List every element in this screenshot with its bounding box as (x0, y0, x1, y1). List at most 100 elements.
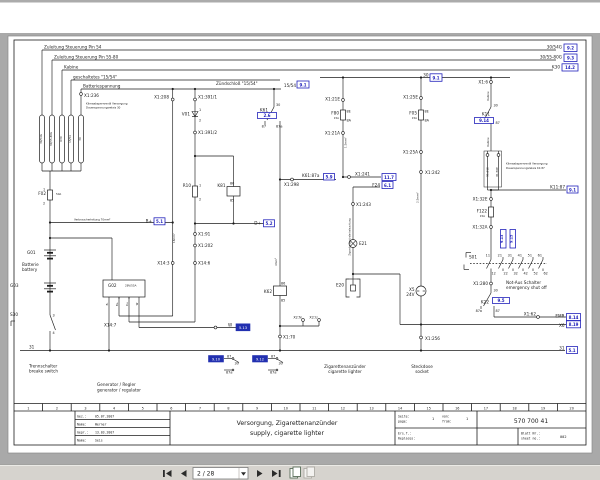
svg-text:emergency shut off: emergency shut off (506, 285, 547, 290)
svg-text:X1:32E: X1:32E (473, 197, 488, 202)
svg-text:X1:298: X1:298 (284, 182, 299, 187)
svg-text:87: 87 (271, 355, 275, 359)
svg-text:X14:7: X14:7 (104, 323, 117, 328)
svg-text:E20: E20 (336, 283, 344, 288)
first-page-button[interactable] (163, 470, 172, 477)
svg-text:X1:91: X1:91 (198, 232, 211, 237)
svg-text:86: 86 (281, 282, 285, 286)
next-page-button[interactable] (257, 470, 263, 477)
svg-text:Steckdose: Steckdose (411, 364, 433, 369)
svg-text:2: 2 (43, 202, 45, 206)
svg-text:K30: K30 (552, 65, 560, 70)
wire-tag (39, 114, 45, 164)
svg-text:Kabine: Kabine (486, 91, 490, 101)
svg-text:F05: F05 (409, 111, 417, 116)
svg-text:K22: K22 (481, 300, 489, 305)
svg-text:B+: B+ (146, 219, 153, 224)
svg-text:28V/55A: 28V/55A (125, 284, 137, 288)
svg-text:B+: B+ (115, 302, 119, 306)
svg-text:1: 1 (43, 188, 45, 192)
svg-text:13: 13 (369, 407, 373, 411)
svg-text:X1:243: X1:243 (356, 202, 371, 207)
svg-text:52: 52 (534, 272, 538, 276)
pdf-page (7, 35, 593, 454)
fuse-f80 (340, 109, 346, 121)
svg-text:22: 22 (504, 272, 508, 276)
relay-contact-ref (224, 357, 284, 372)
svg-text:Replaces:: Replaces: (398, 437, 415, 441)
svg-text:31: 31 (29, 345, 35, 350)
svg-text:K61: K61 (260, 108, 268, 113)
bus-label: Kabine (64, 65, 79, 70)
svg-text:G02: G02 (108, 283, 117, 288)
svg-text:Verbraucherleitung 70mm²: Verbraucherleitung 70mm² (74, 218, 110, 222)
svg-text:X1:391/2: X1:391/2 (198, 130, 217, 135)
svg-text:K11:87: K11:87 (550, 185, 565, 190)
ref-9-5: 9.5 (497, 298, 504, 303)
svg-text:30: 30 (78, 137, 82, 141)
svg-text:K62: K62 (264, 289, 272, 294)
svg-text:51: 51 (528, 254, 532, 258)
svg-text:8E: 8E (425, 110, 429, 114)
svg-text:30: 30 (279, 362, 283, 366)
svg-text:6: 6 (170, 407, 172, 411)
svg-text:X5: X5 (409, 287, 415, 292)
svg-text:5: 5 (142, 407, 144, 411)
relay-coil-k81 (226, 186, 241, 197)
svg-text:19: 19 (541, 407, 545, 411)
svg-text:Klimaabsperrventil Versorgung: Klimaabsperrventil Versorgung (506, 162, 548, 166)
fuse-f05 (418, 109, 424, 121)
svg-text:10: 10 (284, 407, 288, 411)
connector-box-x1-31e-30e (483, 150, 502, 188)
ref-5-2: 5.2 (265, 221, 272, 226)
svg-text:Ers.f.:: Ers.f.: (398, 432, 412, 436)
relay-coil-k62 (273, 285, 287, 296)
svg-text:87: 87 (262, 125, 266, 129)
title-block: Gez.: 05.07.2007 Name: Werner Gepr.: 13.… (77, 415, 567, 443)
svg-text:Dauerspannungsrelais 30: Dauerspannungsrelais 30 (86, 105, 121, 109)
battery-g01 (44, 249, 56, 260)
page-dropdown-icon (241, 472, 246, 476)
previous-page-button[interactable] (181, 470, 187, 477)
ref-6-1: 6.1 (384, 183, 391, 188)
svg-text:X1:280: X1:280 (473, 281, 488, 286)
bus-label: geschaltetes "15/54" (73, 75, 117, 80)
ref-9-13: 9.13 (500, 234, 504, 243)
svg-text:socket: socket (415, 369, 429, 374)
last-page-button[interactable] (272, 470, 281, 477)
fuse-f122 (488, 206, 494, 218)
svg-text:Zigarettenanzünder: Zigarettenanzünder (324, 364, 366, 369)
svg-text:Seis: Seis (95, 439, 103, 443)
svg-text:7: 7 (199, 407, 201, 411)
svg-text:15/54: 15/54 (68, 135, 72, 143)
svg-text:Zigarettenanzünderbeleuchtung: Zigarettenanzünderbeleuchtung (349, 218, 352, 256)
facing-page-layout-button[interactable] (303, 466, 315, 479)
svg-text:3: 3 (84, 407, 86, 411)
bus-label: Zuleitung Steuerung Pin 55-80 (54, 55, 119, 60)
svg-text:X1:202: X1:202 (198, 243, 213, 248)
svg-text:12: 12 (492, 272, 496, 276)
ref-9-15: 9.15 (510, 234, 514, 243)
drawing-frame (13, 39, 587, 446)
page-number-input[interactable]: 2 / 28 (192, 467, 249, 480)
svg-text:K81: K81 (217, 183, 225, 188)
svg-text:13.03.2007: 13.03.2007 (95, 431, 114, 435)
svg-text:Generator / Regler: Generator / Regler (97, 382, 136, 387)
svg-text:30: 30 (494, 104, 498, 108)
svg-text:1: 1 (432, 417, 434, 421)
svg-text:18: 18 (512, 407, 516, 411)
svg-text:87a: 87a (276, 125, 282, 129)
svg-text:2.5mm²: 2.5mm² (416, 192, 420, 203)
svg-text:X14:6: X14:6 (198, 261, 211, 266)
svg-text:4: 4 (53, 331, 55, 335)
schematic-labels: Zuleitung Steuerung Pin 54 Zuleitung Ste… (10, 45, 565, 393)
single-page-layout-button[interactable] (289, 466, 301, 479)
svg-text:X2:N: X2:N (293, 316, 302, 320)
svg-text:Zündschloß "15/54": Zündschloß "15/54" (216, 81, 258, 86)
ref-5-13: 5.13 (239, 326, 247, 330)
svg-text:X1:241: X1:241 (355, 172, 370, 177)
page-indicator-value: 2 / 28 (197, 471, 214, 478)
ref-9-14: 9.14 (479, 118, 489, 123)
ref-5-1: 5.1 (156, 219, 163, 224)
svg-text:30/55-80G: 30/55-80G (540, 55, 562, 60)
